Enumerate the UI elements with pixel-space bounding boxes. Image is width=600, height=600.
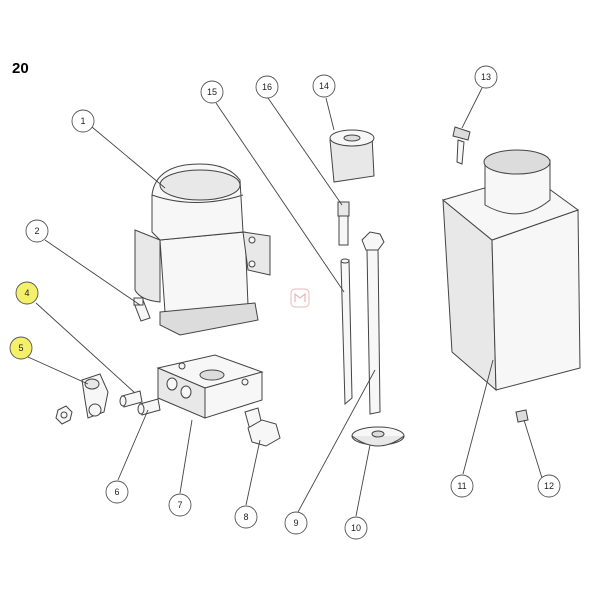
pin-part[interactable] <box>337 201 350 246</box>
callout-label: 2 <box>34 226 39 236</box>
elbow-fitting-part[interactable] <box>55 373 109 425</box>
callout-label: 16 <box>262 82 272 92</box>
callout-label: 5 <box>18 343 23 353</box>
page-number: 20 <box>12 60 29 77</box>
connector-part[interactable] <box>137 398 161 416</box>
callout-label: 9 <box>293 518 298 528</box>
callout-label: 15 <box>207 87 217 97</box>
manifold-block-part[interactable] <box>156 354 264 419</box>
callout-15[interactable]: 15 <box>200 80 224 104</box>
coupling-part[interactable] <box>329 129 375 183</box>
callout-6[interactable]: 6 <box>105 480 129 504</box>
callout-label: 14 <box>319 81 329 91</box>
breather-cap-part[interactable] <box>452 126 471 165</box>
motor-part[interactable] <box>134 163 271 336</box>
callout-label: 8 <box>243 512 248 522</box>
callout-1[interactable]: 1 <box>71 109 95 133</box>
callout-11[interactable]: 11 <box>450 474 474 498</box>
callout-16[interactable]: 16 <box>255 75 279 99</box>
callout-label: 7 <box>177 500 182 510</box>
callout-label: 6 <box>114 487 119 497</box>
callout-label: 11 <box>457 481 466 491</box>
suction-tube-part[interactable] <box>361 231 385 415</box>
callout-8[interactable]: 8 <box>234 505 258 529</box>
callout-label: 4 <box>24 288 29 298</box>
callout-label: 13 <box>481 72 491 82</box>
callout-9[interactable]: 9 <box>284 511 308 535</box>
callout-label: 10 <box>351 523 361 533</box>
callout-12[interactable]: 12 <box>537 474 561 498</box>
callout-7[interactable]: 7 <box>168 493 192 517</box>
reservoir-tank-part[interactable] <box>441 149 581 392</box>
fitting-part[interactable] <box>119 390 143 408</box>
callout-2[interactable]: 2 <box>25 219 49 243</box>
watermark-logo-icon <box>290 288 310 308</box>
return-tube-part[interactable] <box>340 258 353 406</box>
callout-5[interactable]: 5 <box>9 336 33 360</box>
leader-lines <box>27 87 543 517</box>
filter-disc-part[interactable] <box>351 426 405 447</box>
callout-14[interactable]: 14 <box>312 74 336 98</box>
callout-4[interactable]: 4 <box>15 281 39 305</box>
bolt-part[interactable] <box>244 407 281 447</box>
screw-part[interactable] <box>133 297 151 322</box>
callout-10[interactable]: 10 <box>344 516 368 540</box>
callout-label: 12 <box>544 481 554 491</box>
callout-label: 1 <box>80 116 85 126</box>
drain-plug-part[interactable] <box>515 409 529 423</box>
callout-13[interactable]: 13 <box>474 65 498 89</box>
